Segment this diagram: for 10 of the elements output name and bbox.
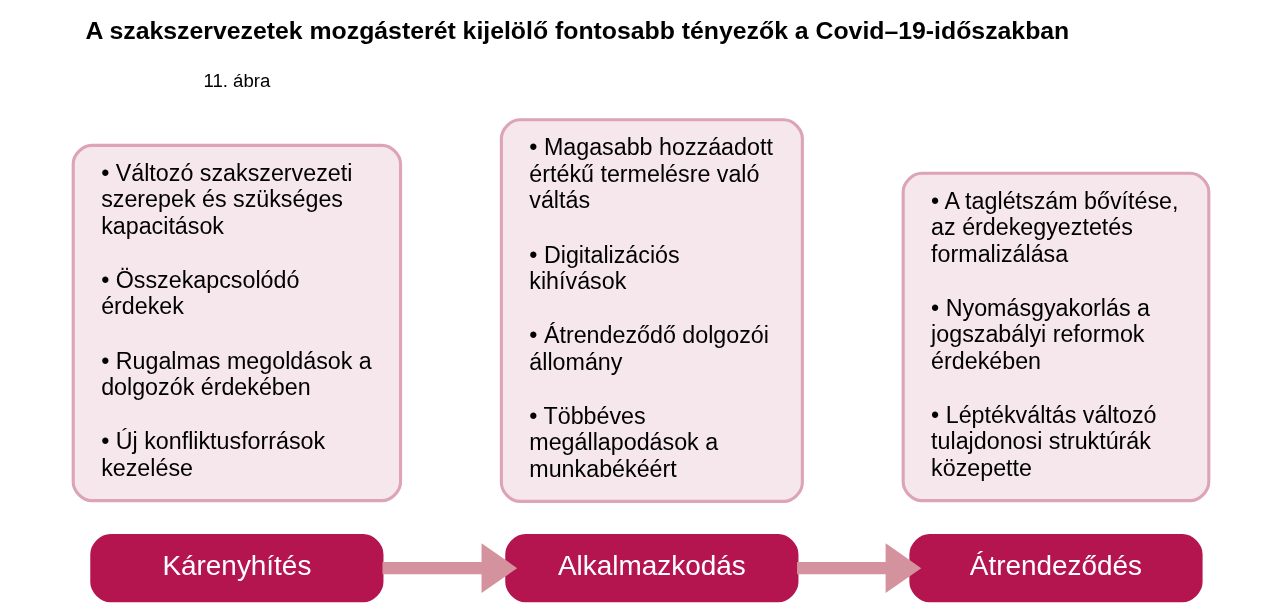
arrow bbox=[796, 543, 921, 594]
node-box: • Változó szakszervezeti szerepek és szükséges kapacitások • Összekapcsolódó érdekek • Rugalmas megoldások a dolgozók érdekében • Új konfliktusforrások kezelése bbox=[71, 143, 402, 503]
node-box: • Magasabb hozzáadott értékű termelésre való váltás • Digitalizációs kihívások • Átrendeződő dolgozói állomány • Többéves megállapodások a munkabékéért bbox=[499, 118, 804, 503]
arrow bbox=[382, 543, 517, 594]
node-box: Kárenyhítés bbox=[89, 534, 383, 603]
label: 11. ábra bbox=[202, 70, 270, 92]
node-box: • A taglétszám bővítése, az érdekegyeztetés formalizálása • Nyomásgyakorlás a jogszabályi reformok érdekében • Léptékváltás változó tulajdonosi struktúrák közepette bbox=[901, 171, 1210, 503]
node-box: Alkalmazkodás bbox=[504, 534, 798, 603]
node-box: Átrendeződés bbox=[908, 534, 1203, 603]
diagram-title: A szakszervezetek mozgásterét kijelölő fontosabb tényezők a Covid–19-időszakban bbox=[85, 16, 1069, 44]
